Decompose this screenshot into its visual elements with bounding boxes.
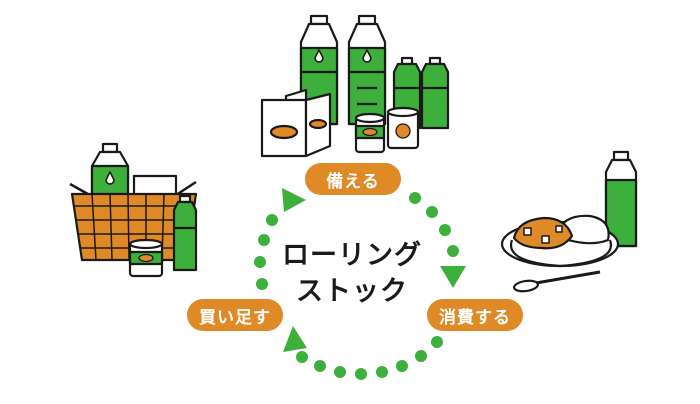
curry-rice-plate-icon: [500, 150, 638, 293]
arrow-right-icon: [282, 188, 306, 212]
cycle-title-line2: ストック: [296, 276, 408, 307]
step-prepare-pill: 備える: [305, 163, 401, 195]
step-consume-label: 消費する: [439, 307, 511, 328]
cycle-title-line1: ローリング: [282, 240, 422, 271]
step-restock-pill: 買い足す: [187, 299, 283, 331]
arrow-left-icon: [283, 326, 307, 352]
cycle-title: ローリング ストック: [262, 238, 442, 310]
step-prepare-label: 備える: [326, 171, 380, 192]
step-consume-pill: 消費する: [427, 299, 523, 331]
cycle-ring: [254, 188, 466, 380]
stockpile-bottles-and-food-icon: [260, 14, 450, 158]
shopping-basket-icon: [69, 142, 198, 278]
arrow-down-icon: [440, 266, 466, 288]
step-restock-label: 買い足す: [199, 307, 271, 328]
